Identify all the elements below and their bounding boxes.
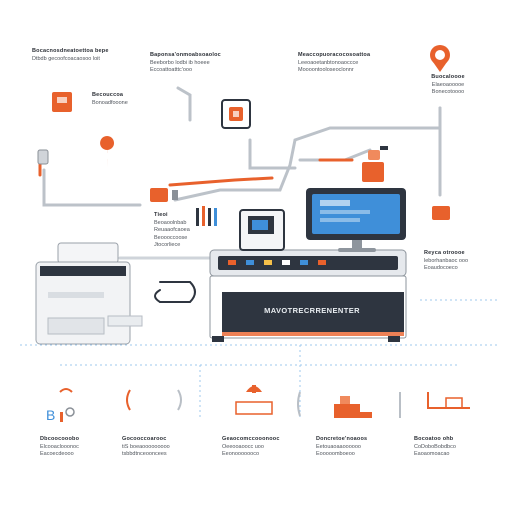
label-sub: tiS boeaooooooooo [122,443,170,450]
label-title: Reyca otroooe [424,250,465,256]
label-title: Becouccoa [92,92,124,98]
label-title: Baponsa'onmoabsoaoloc [150,52,221,58]
label-sub2: Reuaaofcaoea [154,227,190,233]
label-sub: Elaeoaooooe [431,81,465,88]
label-sub: leborhanbaoc ooo [424,257,469,264]
label-sub2: Eooooomboeoo [316,451,355,457]
label-title: Doncretoe'noaoos [316,436,368,442]
label-title: Geaocomccooonooc [222,436,280,442]
label-orange-tag: Becouccoa Bonoadfooone [92,92,128,107]
label-sub: Bonoadfooone [92,99,128,106]
label-title: Tieoi [154,212,168,218]
label-sub4: Jtocorliece [154,242,181,248]
label-bottom-4: Doncretoe'noaoos Eetouaoaaoooooo Eooooom… [316,436,367,459]
location-pin-icon [100,136,115,168]
valve-icon [150,188,178,202]
pipe-accents [38,158,354,187]
label-title: Dbcoocooobo [40,436,80,442]
label-top-mid: Baponsa'onmoabsoaoloc Beeborbo lodbi ib … [150,52,221,75]
label-sub3: Beoooccoose [154,234,188,241]
label-title: Bocacnosdneatoettoa bepe [32,48,109,54]
process-icon-2 [126,389,182,411]
label-bottom-1: Dbcoocooobo Elcooaclooonoc Eacoecdeooo [40,436,79,459]
label-sub: Elcooaclooonoc [40,443,79,450]
label-sub2: Eacoecdeooo [40,451,74,457]
label-sub2: Eaoaomoacao [414,451,450,457]
label-top-left: Bocacnosdneatoettoa bepe Dtbdb gecoofcoa… [32,48,109,63]
alert-pin-icon [430,45,450,72]
label-sub2: Moooontooloseoclonnr [298,67,354,73]
document-frame-icon [221,99,251,129]
computer-monitor-icon [306,188,406,252]
label-sub: Leeoaoetanbtonoaoccce [298,59,359,66]
process-icon-1: B [46,388,75,423]
label-sub2: Eeonooooooco [222,451,260,457]
label-sub: Oeeooaoocc uoo [222,443,264,450]
label-title: Meaccopuoracocosoattoa [298,52,371,58]
label-far-right: Buocaloooe Elaeoaooooe Bonecotoooo [418,74,478,97]
label-sub: Dtbdb gecoofcoacaosoo loit [32,55,100,62]
price-tag-icon [432,206,450,220]
robotic-arm-icon [362,146,388,182]
tag-icon [52,92,72,112]
label-title: Buocaloooe [431,74,465,80]
label-mid-left: Tieoi Beoaoolnbab Reuaaofcaoea Beoooccoo… [154,212,190,250]
label-sub: Beoaoolnbab [154,219,187,226]
label-top-right: Meaccopuoracocosoattoa Leeoaoetanbtonoao… [298,52,370,75]
printer-icon [35,242,143,345]
label-mid-right: Reyca otroooe leborhanbaoc ooo Eoaudocoe… [424,250,468,273]
label-title: Bocoatoo ohb [414,436,454,442]
machine-panel-label: MAVOTRECRRENENTER [264,306,360,315]
rack-icon [196,206,217,226]
label-title: Gocooccoarooc [122,436,167,442]
plug-icon [37,149,49,165]
process-icon-3 [235,385,273,415]
label-sub2: tsbbdtnceooncees [122,451,167,457]
process-icon-4 [297,391,372,418]
label-sub2: Bonecotoooo [431,89,465,95]
process-icon-5 [399,392,470,418]
control-panel-screen [239,209,285,251]
label-sub: Beeborbo lodbi ib hoeee [150,59,210,66]
label-bottom-3: Geaocomccooonooc Oeeooaoocc uoo Eeonoooo… [222,436,280,459]
label-bottom-2: Gocooccoarooc tiS boeaooooooooo tsbbdtnc… [122,436,170,459]
svg-text:B: B [46,407,55,423]
label-sub: CoDoboBobdbco [414,443,456,450]
production-machine [209,249,407,342]
label-sub2: Eoaudocoeco [424,265,458,271]
label-sub: Eetouaoaaoooooo [316,443,361,450]
dotted-flow [20,299,500,420]
label-bottom-5: Bocoatoo ohb CoDoboBobdbco Eaoaomoacao [414,436,456,459]
label-sub2: Eccoattoatttc'ooo [150,67,193,73]
